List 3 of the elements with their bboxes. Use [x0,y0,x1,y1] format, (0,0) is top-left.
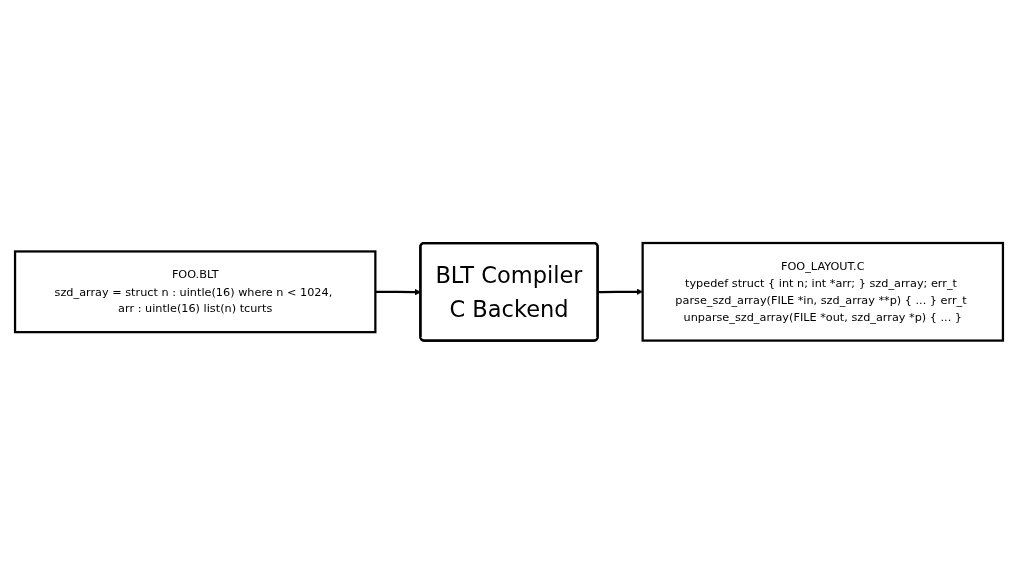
arrow [597,288,643,296]
node-box: FOO.BLT szd_array = struct n : uintle(16) where n < 1024, arr : uintle(16) list(n) tcurts [13,250,377,334]
node-box: FOO_LAYOUT.C typedef struct { int n; int *arr; } szd_array; err_t parse_szd_array(FILE *in, szd_array **p) { ... } err_t unparse_szd_array(FILE *out, szd_array *p) { ... } [641,242,1005,342]
